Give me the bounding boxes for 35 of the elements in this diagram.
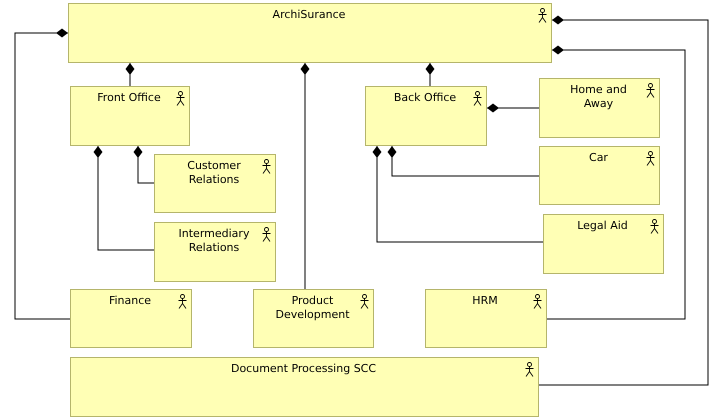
actor-name: Customer Relations <box>186 159 242 187</box>
actor-box <box>70 357 539 417</box>
actor-name: Intermediary Relations <box>178 227 250 255</box>
composition-connector <box>426 62 434 86</box>
actor-name: Back Office <box>394 91 456 105</box>
actor-box <box>68 3 552 63</box>
composition-connector <box>372 146 544 242</box>
actor-box <box>365 86 487 146</box>
composition-connector <box>14 28 70 320</box>
actor-name: HRM <box>472 294 498 308</box>
composition-connector <box>134 146 154 184</box>
actor-box <box>543 214 664 274</box>
actor-name: ArchiSurance <box>272 8 346 22</box>
composition-connector <box>300 62 310 290</box>
actor-name: Home and Away <box>569 83 628 111</box>
actor-name: Legal Aid <box>577 219 628 233</box>
actor-name: Document Processing SCC <box>230 362 376 376</box>
actor-box <box>253 289 374 348</box>
actor-box <box>70 86 190 146</box>
composition-connector <box>388 146 540 176</box>
composition-connector <box>126 62 134 86</box>
composition-connector <box>546 46 686 320</box>
actor-box <box>539 78 660 138</box>
actor-name: Product Development <box>274 294 351 322</box>
composition-connector <box>486 104 540 112</box>
actor-name: Finance <box>108 294 152 308</box>
actor-box <box>70 289 192 348</box>
actor-box <box>539 146 660 205</box>
composition-connector <box>538 16 708 386</box>
actor-box <box>425 289 547 348</box>
actor-name: Car <box>589 151 608 165</box>
composition-connector <box>94 146 154 250</box>
actor-name: Front Office <box>97 91 161 105</box>
actor-box <box>154 154 276 213</box>
actor-box <box>154 222 276 282</box>
